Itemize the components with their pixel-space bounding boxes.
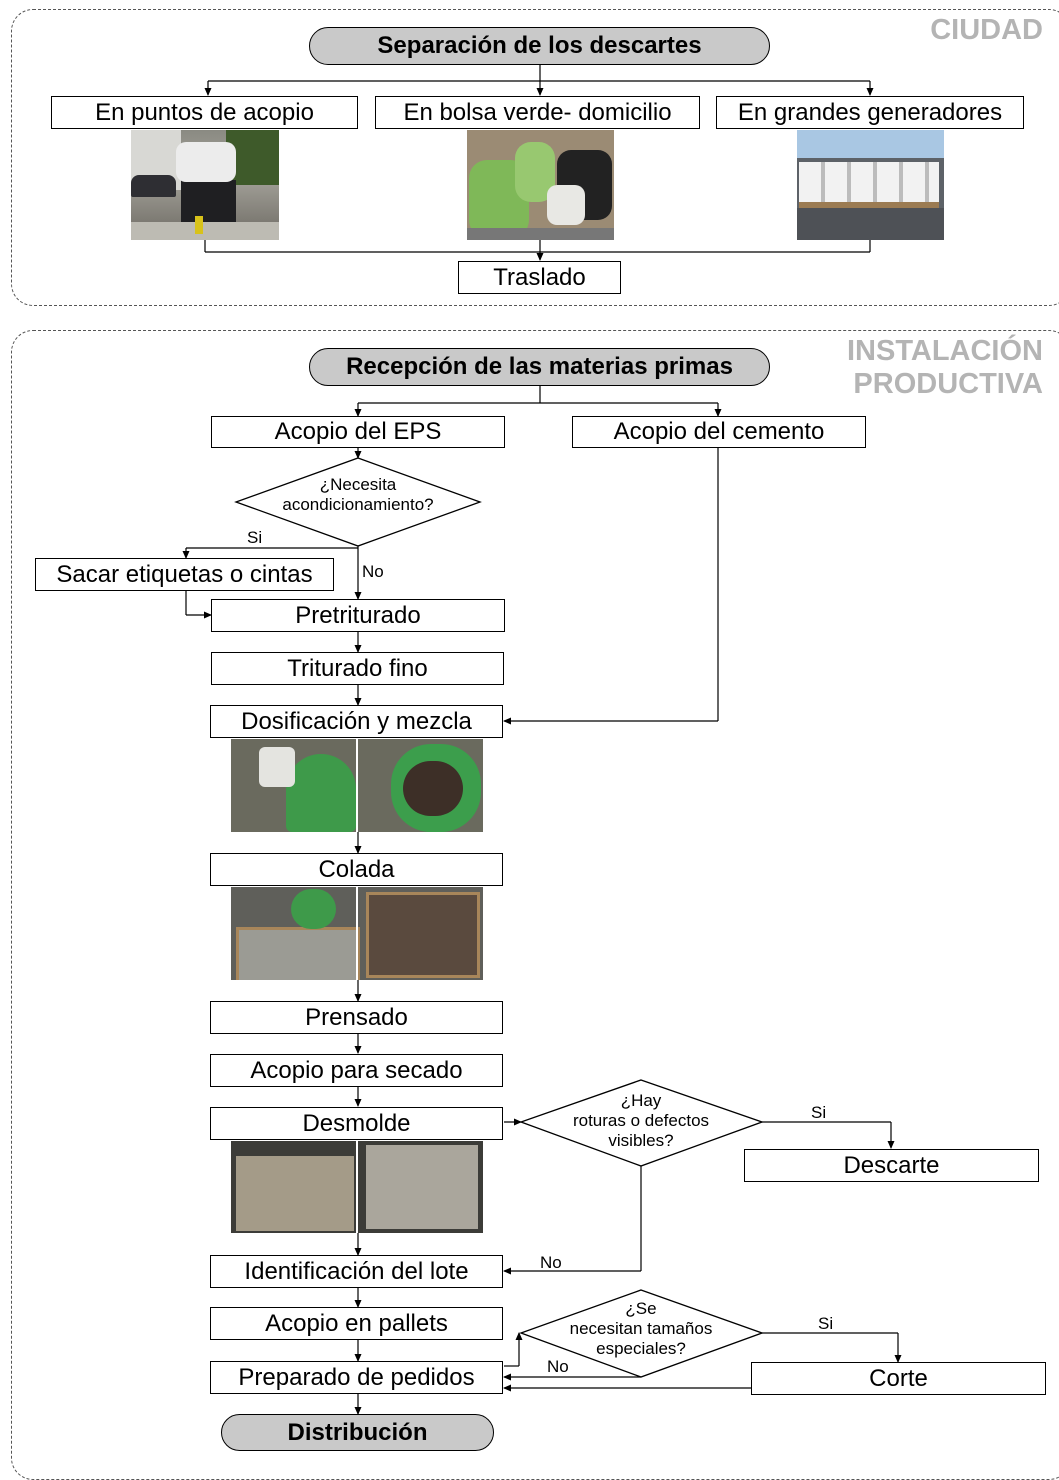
casting-photo bbox=[231, 887, 483, 980]
special-sizes-text: ¿Se necesitan tamaños especiales? bbox=[551, 1299, 731, 1359]
large-generators-photo bbox=[797, 130, 944, 240]
separation-pill: Separación de los descartes bbox=[309, 27, 770, 65]
special-sizes-line2: necesitan tamaños bbox=[569, 1319, 713, 1338]
defects-line1: ¿Hay bbox=[620, 1091, 662, 1110]
photo-asphalt bbox=[797, 208, 944, 240]
green-bag-box: En bolsa verde- domicilio bbox=[375, 96, 700, 129]
drying-storage-box: Acopio para secado bbox=[210, 1054, 503, 1087]
demolding-photo bbox=[231, 1141, 483, 1233]
pressing-box: Prensado bbox=[210, 1001, 503, 1034]
yes-label-3: Si bbox=[818, 1314, 834, 1333]
city-zone-label: CIUDAD bbox=[930, 14, 1043, 46]
special-sizes-line3: especiales? bbox=[596, 1339, 686, 1358]
photo-divider-3 bbox=[356, 1141, 358, 1233]
photo-floor bbox=[467, 228, 614, 240]
photo-trash-shape bbox=[176, 142, 236, 182]
transfer-box: Traslado bbox=[458, 261, 621, 294]
cement-storage-box: Acopio del cemento bbox=[572, 416, 866, 448]
order-prep-box: Preparado de pedidos bbox=[210, 1361, 503, 1394]
batch-id-box: Identificación del lote bbox=[210, 1255, 503, 1288]
photo-pallet-base bbox=[799, 202, 939, 208]
photo-bag-white bbox=[547, 185, 585, 225]
special-sizes-line1: ¿Se bbox=[625, 1299, 657, 1318]
yes-label-1: Si bbox=[247, 528, 263, 547]
demolding-box: Desmolde bbox=[210, 1107, 503, 1140]
remove-labels-box: Sacar etiquetas o cintas bbox=[35, 558, 334, 591]
plant-zone-label: INSTALACIÓN PRODUCTIVA bbox=[847, 335, 1043, 401]
photo-divider-2 bbox=[356, 887, 358, 980]
photo-mold-1 bbox=[236, 927, 360, 980]
photo-bucket bbox=[259, 747, 295, 787]
decision-defects bbox=[519, 1079, 764, 1167]
casting-box: Colada bbox=[210, 853, 503, 886]
photo-car-shape bbox=[131, 175, 176, 197]
discard-box: Descarte bbox=[744, 1149, 1039, 1182]
city-zone bbox=[11, 9, 1059, 306]
decision-special-sizes bbox=[519, 1289, 764, 1378]
large-generators-box: En grandes generadores bbox=[716, 96, 1024, 129]
eps-storage-box: Acopio del EPS bbox=[211, 416, 505, 448]
needs-conditioning-line1: ¿Necesita bbox=[319, 475, 397, 494]
collection-points-box: En puntos de acopio bbox=[51, 96, 358, 129]
photo-mixer-1 bbox=[286, 754, 356, 832]
fine-crushing-box: Triturado fino bbox=[211, 652, 504, 685]
photo-ground-shape bbox=[131, 222, 279, 240]
yes-label-2: Si bbox=[811, 1103, 827, 1122]
needs-conditioning-text: ¿Necesita acondicionamiento? bbox=[258, 475, 458, 515]
pallet-storage-box: Acopio en pallets bbox=[210, 1307, 503, 1340]
decision-needs-conditioning bbox=[234, 457, 482, 547]
photo-divider bbox=[356, 739, 358, 832]
plant-zone-label-line2: PRODUCTIVA bbox=[853, 368, 1043, 400]
photo-pallets bbox=[799, 162, 939, 202]
no-label-3: No bbox=[547, 1357, 569, 1376]
photo-slab-2 bbox=[366, 1145, 478, 1229]
photo-mix-content bbox=[403, 761, 463, 816]
pre-crushing-box: Pretriturado bbox=[211, 599, 505, 632]
defects-line2: roturas o defectos bbox=[572, 1111, 710, 1130]
collection-point-photo bbox=[131, 130, 279, 240]
photo-post-shape bbox=[195, 216, 203, 234]
defects-line3: visibles? bbox=[608, 1131, 674, 1150]
photo-slab-1 bbox=[236, 1156, 354, 1231]
photo-bin-shape bbox=[181, 180, 236, 222]
distribution-pill: Distribución bbox=[221, 1414, 494, 1451]
no-label-2: No bbox=[540, 1253, 562, 1272]
green-bag-photo bbox=[467, 130, 614, 240]
photo-sky bbox=[797, 130, 944, 158]
cutting-box: Corte bbox=[751, 1362, 1046, 1395]
no-label-1: No bbox=[362, 562, 384, 581]
dosing-mixing-box: Dosificación y mezcla bbox=[210, 705, 503, 738]
plant-zone-label-line1: INSTALACIÓN bbox=[846, 335, 1043, 367]
mixing-photo bbox=[231, 739, 483, 832]
reception-pill: Recepción de las materias primas bbox=[309, 348, 770, 386]
photo-mold-2 bbox=[366, 892, 480, 978]
needs-conditioning-line2: acondicionamiento? bbox=[282, 495, 434, 514]
defects-text: ¿Hay roturas o defectos visibles? bbox=[551, 1091, 731, 1151]
photo-mixer-3 bbox=[291, 889, 336, 929]
